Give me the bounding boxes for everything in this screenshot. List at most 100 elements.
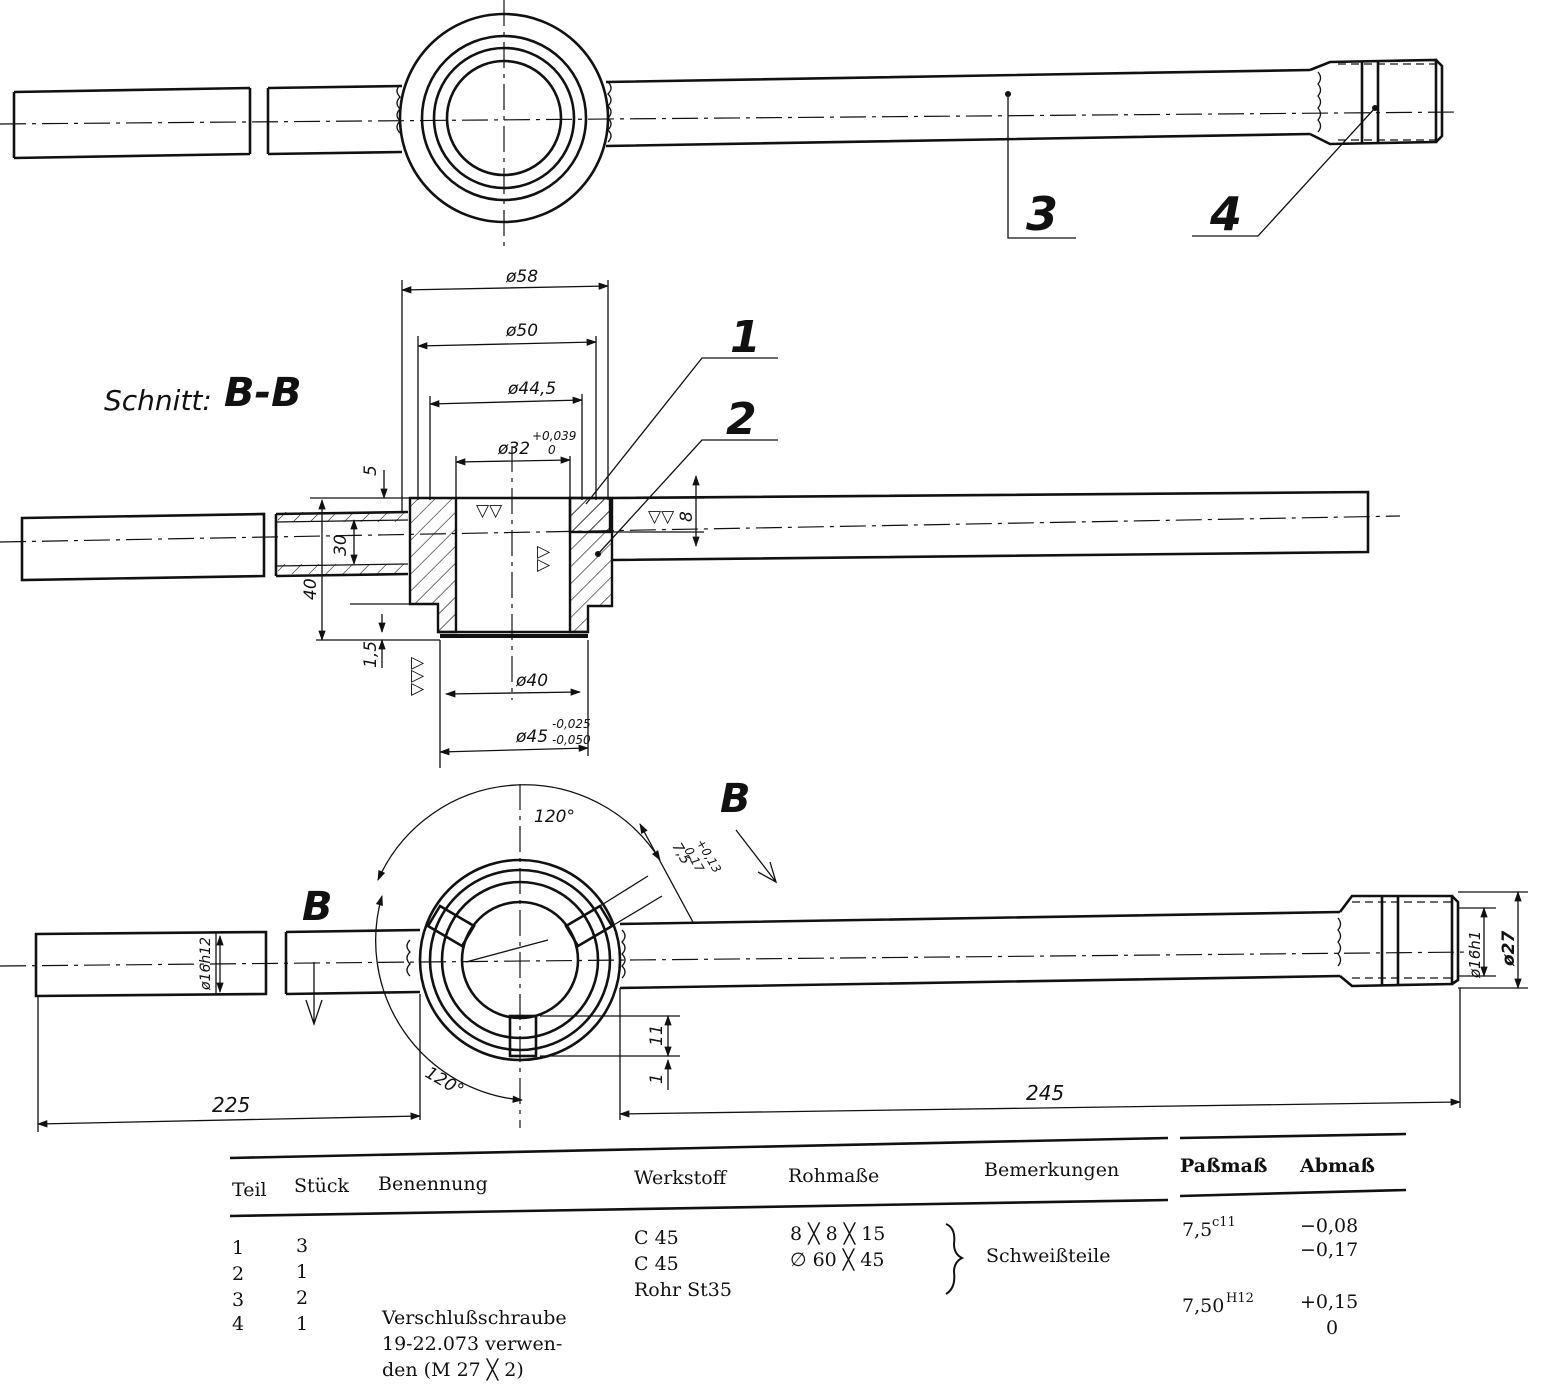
dim-angle-top: 120°	[534, 807, 575, 827]
callout-4-label: 4	[1209, 187, 1242, 241]
row4-stueck: 1	[296, 1313, 308, 1335]
callout-3-label: 3	[1026, 187, 1058, 241]
row3-teil: 3	[232, 1289, 244, 1311]
bemerkung-schweissteile: Schweißteile	[986, 1245, 1110, 1267]
row4-benennung: Verschlußschraube	[381, 1307, 567, 1329]
insert-part-1	[568, 496, 612, 534]
tube-wall-hatch-bottom	[278, 564, 406, 574]
surface-mark-right: ▽▽	[648, 507, 675, 527]
dim-angle-bottom: 120°	[422, 1063, 467, 1101]
tube-wall-hatch-top	[278, 512, 406, 522]
surface-mark-inner: ▽▽	[533, 545, 553, 572]
fit2-abmass-upper: +0,15	[1300, 1291, 1358, 1313]
surface-mark-bottom: ▽▽▽	[407, 656, 427, 696]
screw-thread-lines	[1338, 63, 1438, 141]
dim-line-225	[36, 1112, 422, 1128]
ext-lines-75	[599, 875, 663, 927]
table-top-rule	[229, 1136, 1169, 1160]
dim-d45-tol-lower: -0,050	[552, 733, 591, 747]
dim-line-d50	[416, 338, 598, 350]
screw-grooves	[1360, 59, 1444, 144]
dim-5: 5	[361, 465, 381, 476]
callout-1-label: 1	[730, 312, 761, 363]
dim-d27: ø27	[1499, 930, 1519, 967]
row3-werkstoff: Rohr St35	[634, 1279, 732, 1301]
table-top-rule-right	[1179, 1132, 1407, 1140]
fit2-abmass-lower: 0	[1326, 1317, 1338, 1339]
parts-table: Teil Stück Benennung Werkstoff Rohmaße B…	[229, 1132, 1407, 1381]
bottom-centerline	[0, 951, 1473, 967]
fit1-pass-base: 7,5	[1182, 1219, 1212, 1241]
dim-line-245	[618, 1098, 1462, 1118]
section-centerline	[0, 515, 1401, 543]
section-arrow-left	[305, 962, 323, 1027]
section-left-tube-stub	[20, 512, 266, 582]
dim-line-d58	[400, 282, 610, 294]
pin-axis	[465, 939, 549, 963]
screw-weld-bead	[1317, 71, 1322, 133]
dim-d32-tol-upper: +0,039	[532, 429, 576, 443]
dim-d32-tol-lower: 0	[548, 443, 556, 457]
dim-30: 30	[331, 534, 351, 556]
screw-end-outline	[1309, 58, 1438, 146]
top-weld-beads	[396, 81, 612, 143]
row2-stueck: 1	[296, 1261, 308, 1283]
header-teil: Teil	[232, 1179, 267, 1201]
fit1-pass-sup: c11	[1212, 1215, 1236, 1230]
callout-2-leader	[597, 439, 778, 555]
fit1-abmass-upper: −0,08	[1300, 1215, 1358, 1237]
dim-d58: ø58	[505, 267, 538, 287]
bottom-screw-weld	[1337, 917, 1342, 967]
callout-3-leader	[1007, 94, 1076, 239]
dim-40: 40	[301, 578, 321, 600]
dim-d16-right: ø16h1	[1466, 931, 1484, 979]
callout-1-leader	[585, 357, 778, 505]
row1-rohmasse: 8 ╳ 8 ╳ 15	[790, 1222, 885, 1245]
table-header-rule-right	[1179, 1188, 1407, 1198]
hub-bore-circle	[445, 59, 563, 177]
dim-d45: ø45	[515, 727, 548, 747]
hub-left-wall	[408, 496, 458, 634]
row4-teil: 4	[232, 1313, 244, 1335]
table-header-rule	[229, 1198, 1169, 1218]
dim-15: 1,5	[361, 641, 381, 668]
bottom-right-handle	[619, 910, 1341, 990]
section-view: Schnitt: B-B ø58 ø50 ø44,5	[0, 267, 1401, 768]
header-passmass: Paßmaß	[1180, 1155, 1267, 1177]
fit2-pass-base: 7,50	[1182, 1295, 1224, 1317]
top-view: 3 4	[0, 0, 1461, 246]
dim-line-d40	[444, 688, 582, 698]
surface-mark-bore: ▽▽	[476, 501, 503, 521]
dim-line-75	[639, 823, 695, 925]
callout-2-label: 2	[726, 394, 757, 445]
arc-120-top	[377, 784, 661, 881]
section-arrow-right	[735, 829, 778, 884]
row1-teil: 1	[232, 1237, 244, 1259]
header-bemerkungen: Bemerkungen	[984, 1159, 1119, 1181]
benennung-cont-1: 19-22.073 verwen-	[382, 1333, 562, 1355]
header-rohmasse: Rohmaße	[788, 1165, 879, 1187]
top-centerline	[0, 111, 1461, 125]
fit1-abmass-lower: −0,17	[1300, 1239, 1358, 1261]
dim-line-d445	[428, 396, 584, 408]
dim-1: 1	[647, 1073, 667, 1084]
fit2-pass-sup: H12	[1226, 1291, 1254, 1306]
section-right-tube	[611, 490, 1370, 562]
dim-d32: ø32	[497, 439, 530, 459]
header-stueck: Stück	[294, 1175, 350, 1197]
bottom-screw-outline	[1338, 894, 1454, 988]
brace	[945, 1223, 965, 1295]
section-mark-b-left: B	[302, 884, 333, 930]
header-abmass: Abmaß	[1299, 1155, 1375, 1177]
dim-d45-tol-upper: -0,025	[552, 717, 591, 731]
dim-225: 225	[212, 1093, 250, 1117]
dim-line-d32	[454, 456, 572, 466]
dim-d445: ø44,5	[507, 379, 556, 399]
left-handle-main	[266, 84, 403, 156]
section-id: B-B	[224, 370, 302, 416]
row3-stueck: 2	[296, 1287, 308, 1309]
section-title: Schnitt:	[104, 384, 212, 417]
dim-d16-left: ø16h12	[198, 937, 214, 991]
bottom-screw-thread	[1352, 901, 1456, 979]
bottom-left-handle-stub	[34, 930, 268, 998]
